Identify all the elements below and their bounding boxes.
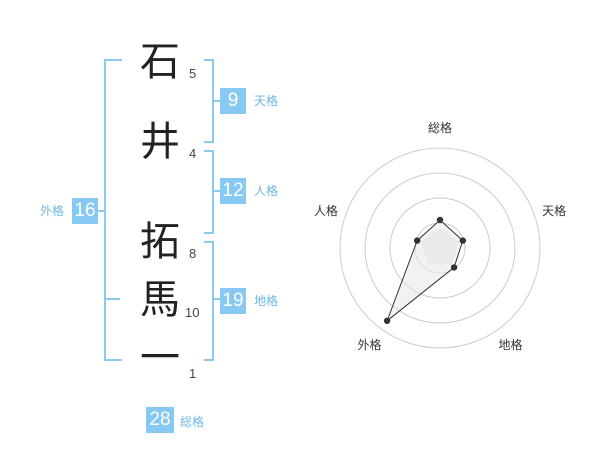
radar-point-3 — [450, 264, 458, 271]
name-char-1: 石 — [140, 39, 180, 85]
jinkaku-label: 人格 — [254, 184, 279, 198]
chikaku-connector — [212, 298, 220, 300]
gaikaku-value: 16 — [72, 198, 98, 224]
soukaku-label: 総格 — [180, 415, 205, 429]
gaikaku-connector — [98, 210, 106, 212]
name-char-3: 拓 — [140, 219, 180, 265]
radar-ring — [339, 147, 541, 349]
radar-axis-label-3: 地格 — [498, 337, 522, 352]
stroke-count-1: 5 — [189, 66, 197, 81]
jinkaku-connector — [212, 190, 220, 192]
radar-point-5 — [413, 237, 421, 244]
radar-axis-label-1: 総格 — [428, 120, 452, 135]
radar-point-4 — [383, 317, 391, 325]
soukaku-value: 28 — [146, 407, 174, 433]
gaikaku-label: 外格 — [40, 204, 65, 218]
stroke-count-5: 1 — [189, 366, 197, 381]
radar-axis-label-2: 天格 — [542, 203, 566, 218]
name-char-2: 井 — [140, 119, 180, 165]
stroke-count-2: 4 — [189, 146, 197, 161]
radar-points — [383, 216, 467, 325]
radar-axis-label-4: 外格 — [357, 337, 381, 352]
stroke-count-3: 8 — [189, 246, 197, 261]
tenkaku-value: 9 — [220, 88, 246, 114]
name-char-4: 馬 — [140, 277, 180, 323]
radar-point-2 — [459, 237, 467, 244]
chikaku-value: 19 — [220, 288, 246, 314]
jinkaku-value: 12 — [220, 178, 246, 204]
chikaku-bracket — [204, 241, 214, 361]
radar-ring — [389, 197, 491, 299]
tenkaku-label: 天格 — [254, 94, 279, 108]
chikaku-label: 地格 — [254, 294, 279, 308]
jinkaku-bracket — [204, 150, 214, 234]
radar-point-1 — [436, 216, 444, 224]
tenkaku-connector — [212, 100, 220, 102]
radar-data-polygon — [385, 219, 464, 323]
radar-ring — [364, 172, 516, 324]
name-char-5: 一 — [140, 335, 180, 381]
radar-axis-label-5: 人格 — [314, 203, 338, 218]
stroke-count-4: 10 — [185, 305, 200, 320]
gaikaku-split-line — [104, 298, 120, 300]
